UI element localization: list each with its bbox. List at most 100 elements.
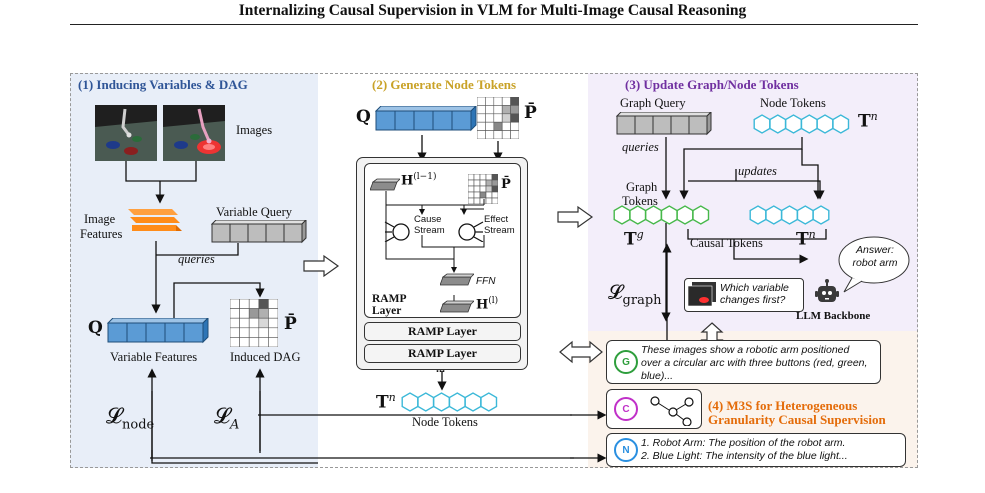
matrix-cell <box>239 308 250 319</box>
global-caption-text: These images show a robotic arm position… <box>641 344 868 382</box>
queries-label-p3: queries <box>622 140 659 154</box>
matrix-cell <box>239 299 250 309</box>
Tn-label-p2: Tn <box>376 391 396 413</box>
variable-features-cells <box>107 318 209 344</box>
matrix-cell <box>493 121 503 131</box>
token-hexagon <box>660 205 678 225</box>
global-caption-chip: G These images show a robotic arm positi… <box>606 340 881 384</box>
matrix-cell <box>485 97 495 106</box>
matrix-cell <box>477 121 486 131</box>
induced-dag-grid <box>230 299 278 347</box>
H-l-label: H(l) <box>476 296 499 313</box>
answer-text: Answer:robot arm <box>852 244 898 269</box>
token-hexagon <box>676 205 694 225</box>
loss-arrows-p1 <box>147 368 265 461</box>
ramp-layer-2: RAMP Layer <box>364 322 521 341</box>
token-hexagon <box>645 205 662 225</box>
matrix-cell <box>485 105 495 115</box>
loss-graph-arrow <box>662 243 672 344</box>
matrix-cell <box>230 337 240 347</box>
node-description-line2: 2. Blue Light: The intensity of the blue… <box>641 450 848 462</box>
matrix-cell <box>477 97 486 106</box>
g-badge: G <box>614 350 638 374</box>
matrix-cell <box>485 113 495 123</box>
Tn-label-p3: Tn <box>858 110 878 132</box>
matrix-cell <box>239 337 250 347</box>
matrix-cell <box>493 97 503 106</box>
node-tokens-hex-p3 <box>753 114 850 134</box>
variable-query-label: Variable Query <box>216 205 293 219</box>
panel-3-title: (3) Update Graph/Node Tokens <box>625 77 799 92</box>
updates-label: updates <box>738 164 777 178</box>
Tg-label: Tg <box>624 228 644 250</box>
token-hexagon <box>765 205 783 225</box>
ffn-block <box>440 273 474 286</box>
matrix-cell <box>510 97 519 106</box>
matrix-cell <box>248 327 260 338</box>
H-prev-tokens <box>370 178 400 191</box>
c-badge: C <box>614 397 638 421</box>
matrix-cell <box>493 105 503 115</box>
p2-input-arrows <box>417 135 503 162</box>
matrix-cell <box>248 308 260 319</box>
matrix-cell <box>258 327 269 338</box>
panel-1-title: (1) Inducing Variables & DAG <box>78 77 248 92</box>
node-description-line1: 1. Robot Arm: The position of the robot … <box>641 437 846 449</box>
robot-image-2 <box>163 105 225 161</box>
matrix-cell <box>230 327 240 338</box>
matrix-cell <box>268 337 278 347</box>
matrix-cell <box>477 113 486 123</box>
causal-tokens-label: Causal Tokens <box>690 236 763 250</box>
hollow-arrow-2-3 <box>557 205 594 229</box>
node-tokens-hex-p2 <box>401 392 498 412</box>
loss-node-to-node-line <box>150 450 574 459</box>
panel-3-arrows <box>661 137 827 322</box>
matrix-cell <box>230 308 240 319</box>
matrix-cell <box>268 327 278 338</box>
token-hexagon <box>832 114 850 134</box>
token-hexagon <box>480 392 498 412</box>
queries-label-p1: queries <box>178 252 215 266</box>
graph-query-cells <box>616 112 712 136</box>
token-hexagon <box>613 205 631 225</box>
induced-dag-label: Induced DAG <box>230 350 301 364</box>
matrix-cell <box>248 317 260 329</box>
cause-stream-icon <box>384 221 410 242</box>
ramp-output-arrow <box>437 371 447 391</box>
matrix-cell <box>268 317 278 329</box>
n-badge: N <box>614 438 638 462</box>
mini-dag-icon <box>650 396 694 426</box>
matrix-cell <box>510 121 519 131</box>
variable-query-cells <box>211 220 307 244</box>
Q-label-p1: Q <box>88 318 103 338</box>
token-hexagon <box>812 205 830 225</box>
panel-4-title-line2: Granularity Causal Supervision <box>708 412 886 427</box>
image-features-line1: Image <box>84 212 116 226</box>
figure-title: Internalizing Causal Supervision in VLM … <box>238 2 747 19</box>
robot-image-1 <box>95 105 157 161</box>
token-hexagon <box>692 205 710 225</box>
matrix-cell <box>501 97 511 106</box>
matrix-cell <box>258 317 269 329</box>
matrix-cell <box>493 113 503 123</box>
matrix-cell <box>268 308 278 319</box>
ramp-ellipsis: ... <box>436 361 445 375</box>
Q-label-p2: Q <box>356 107 371 127</box>
loss-A: 𝓛A <box>214 404 240 433</box>
node-tokens-label-p2: Node Tokens <box>412 415 478 429</box>
ramp-layer-3: RAMP Layer <box>364 344 521 363</box>
Tn-label-p3b: Tn <box>796 228 816 250</box>
llm-backbone-label: LLM Backbone <box>796 310 871 322</box>
ffn-label: FFN <box>476 276 496 287</box>
panel-2-title: (2) Generate Node Tokens <box>372 77 517 92</box>
matrix-cell <box>230 299 240 309</box>
graph-tokens-hex <box>613 205 710 225</box>
P-grid-inner <box>468 174 498 204</box>
matrix-cell <box>230 317 240 329</box>
matrix-cell <box>510 105 519 115</box>
node-description-chip: N 1. Robot Arm: The position of the robo… <box>606 433 906 467</box>
